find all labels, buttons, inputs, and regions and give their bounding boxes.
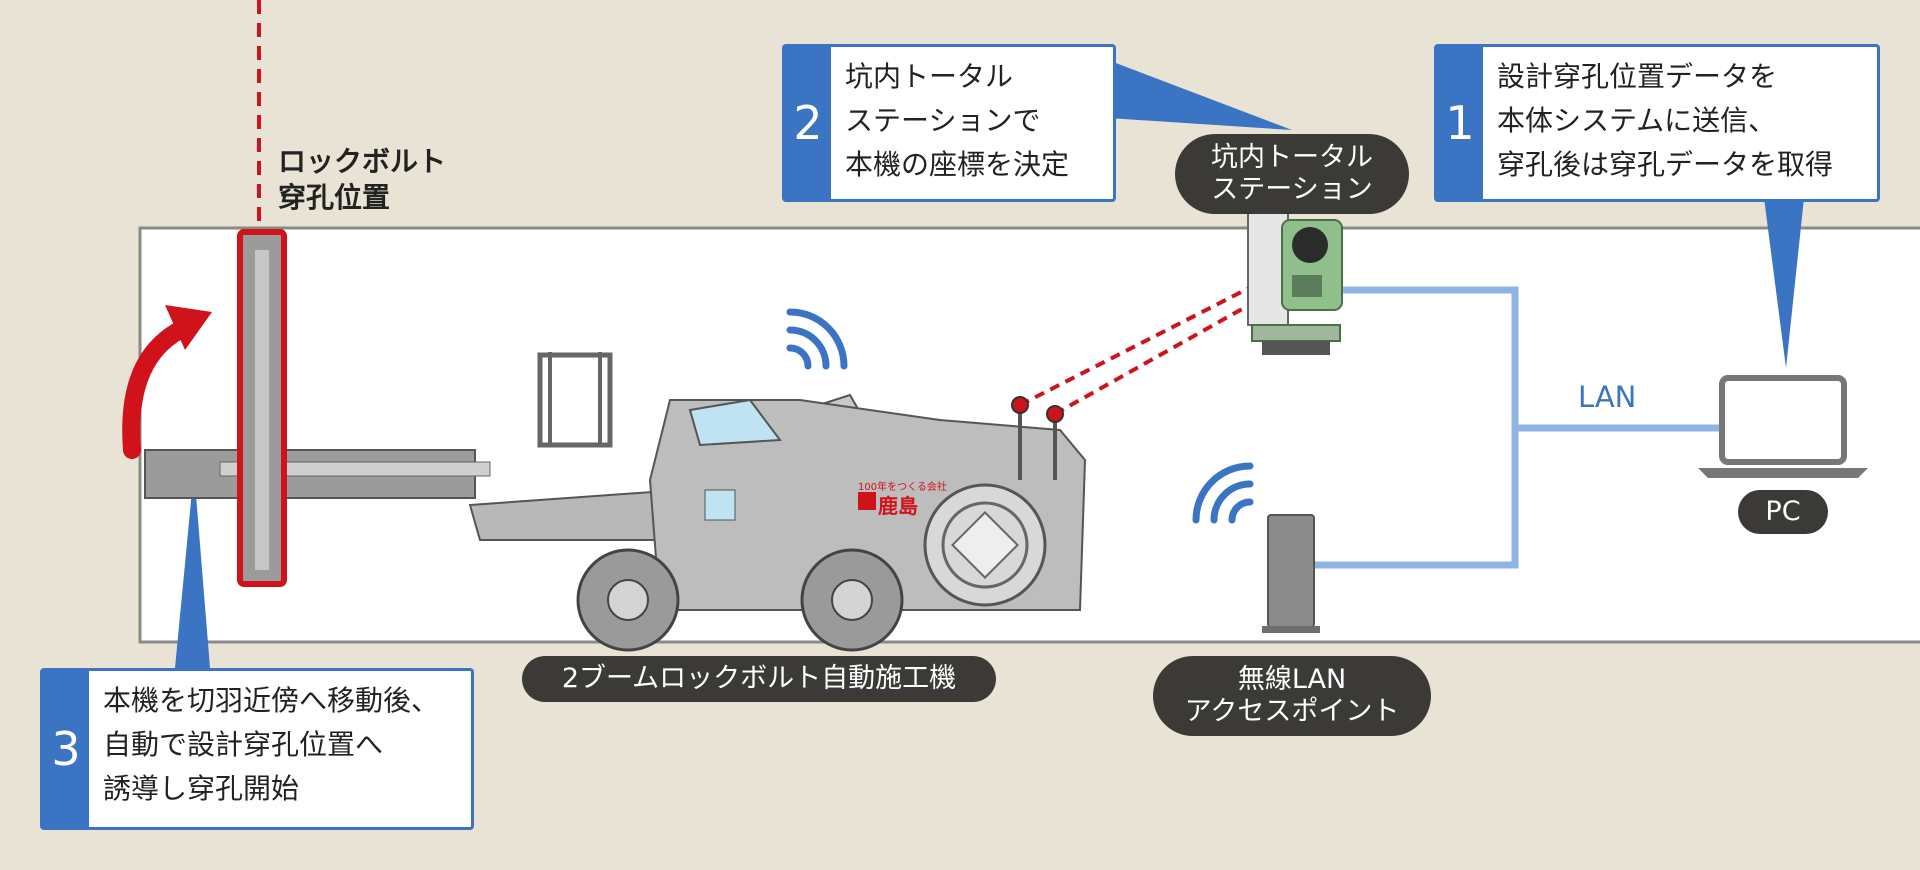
step-2-number: 2 xyxy=(785,47,831,199)
callout-pointer-1 xyxy=(1764,198,1804,368)
lan-label: LAN xyxy=(1578,380,1637,414)
ap-wifi-icon xyxy=(1192,462,1254,524)
step-2-box: 2 坑内トータル ステーションで 本機の座標を決定 xyxy=(782,44,1116,202)
laser-lines xyxy=(1019,283,1259,416)
rockbolt-position-label: ロックボルト 穿孔位置 xyxy=(278,145,447,214)
total-station-label: 坑内トータル ステーション xyxy=(1175,134,1409,214)
total-station-icon xyxy=(1247,204,1343,355)
company-logo: 鹿島 xyxy=(878,494,918,518)
machine-label: 2ブームロックボルト自動施工機 xyxy=(522,656,996,702)
drill-rig-icon xyxy=(144,352,1087,652)
vertical-boom xyxy=(237,229,287,587)
rotate-arrow-icon xyxy=(122,305,212,459)
machine-wifi-icon xyxy=(786,308,848,370)
step-3-text: 本機を切羽近傍へ移動後、 自動で設計穿孔位置へ 誘導し穿孔開始 xyxy=(103,684,440,805)
laptop-icon xyxy=(1698,375,1868,478)
step-2-text: 坑内トータル ステーションで 本機の座標を決定 xyxy=(845,60,1070,181)
wireless-ap-label: 無線LAN アクセスポイント xyxy=(1153,656,1431,736)
router-icon xyxy=(1262,514,1320,633)
step-1-text: 設計穿孔位置データを 本体システムに送信、 穿孔後は穿孔データを取得 xyxy=(1497,60,1834,181)
lan-lines xyxy=(1310,286,1720,569)
step-3-number: 3 xyxy=(43,671,89,827)
step-1-box: 1 設計穿孔位置データを 本体システムに送信、 穿孔後は穿孔データを取得 xyxy=(1434,44,1880,202)
step-1-number: 1 xyxy=(1437,47,1483,199)
step-3-box: 3 本機を切羽近傍へ移動後、 自動で設計穿孔位置へ 誘導し穿孔開始 xyxy=(40,668,474,830)
callout-pointer-3 xyxy=(175,470,210,668)
callout-pointer-2 xyxy=(1108,60,1292,130)
company-slogan: 100年をつくる会社 xyxy=(858,482,947,493)
pc-label: PC xyxy=(1738,490,1828,534)
